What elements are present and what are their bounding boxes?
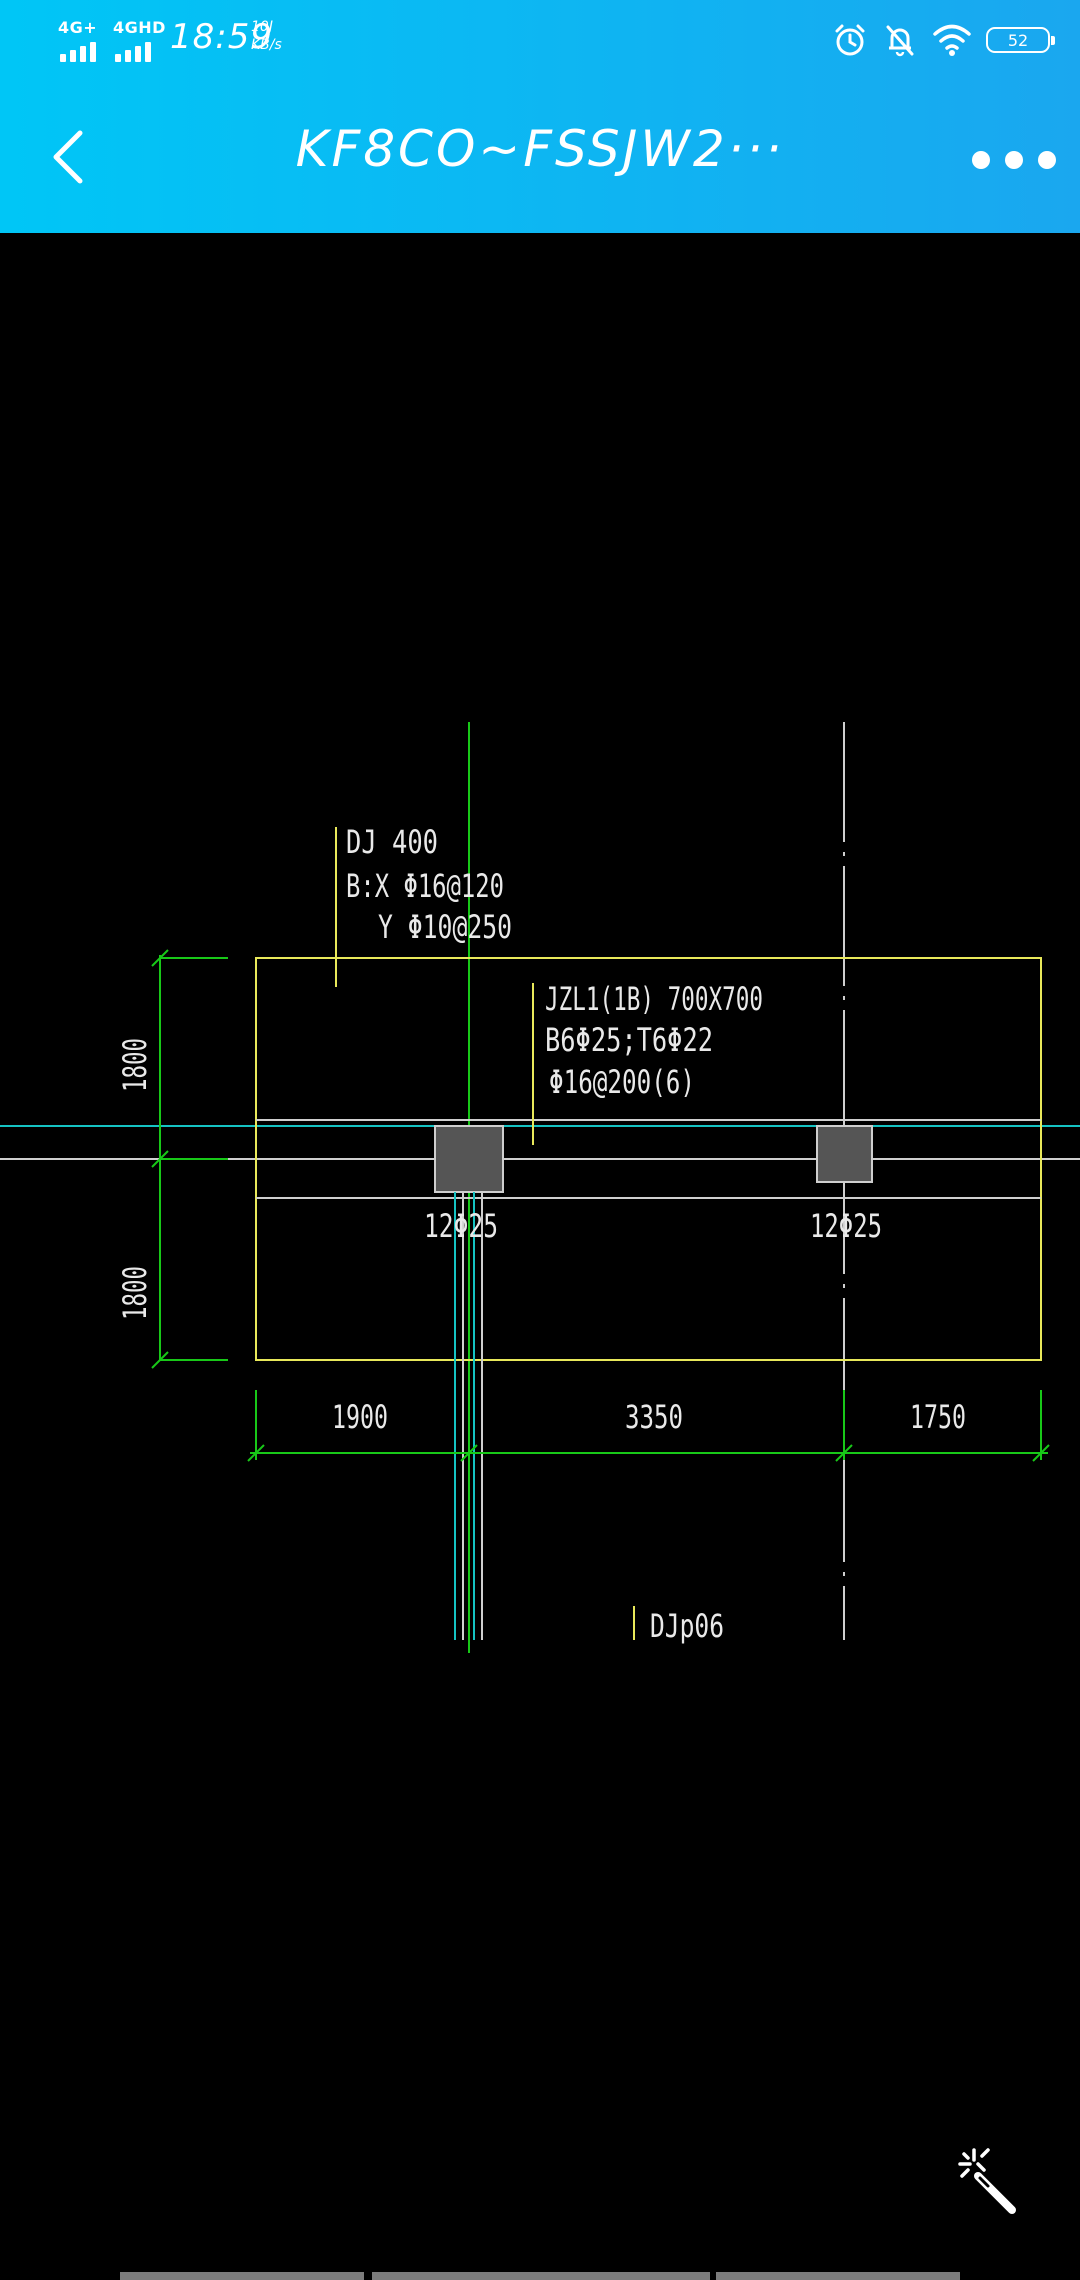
signal-sim1-icon: 4G+ <box>58 18 118 62</box>
jzl-bt-label: B6Φ25;T6Φ22 <box>545 1021 713 1059</box>
status-icons: 52 <box>832 18 1055 62</box>
app-header: 4G+ 4GHD 18:59 10J KB/s <box>0 0 1080 233</box>
network-speed: 10J KB/s <box>251 18 282 54</box>
dim-3-label: 1750 <box>910 1398 966 1436</box>
network-speed-value: 10J <box>251 19 273 35</box>
clock: 18:59 <box>170 17 273 57</box>
sim1-network-label: 4G+ <box>58 18 98 37</box>
column-left <box>434 1125 504 1193</box>
wifi-icon <box>933 24 971 56</box>
status-bar: 4G+ 4GHD 18:59 10J KB/s <box>0 0 1080 78</box>
dim-2-label: 3350 <box>625 1398 683 1436</box>
network-speed-unit: KB/s <box>251 37 282 53</box>
column-right-label: 12Φ25 <box>810 1207 882 1245</box>
battery-indicator: 52 <box>986 27 1055 53</box>
tab-indicator-1 <box>120 2272 364 2280</box>
tab-indicator-2 <box>372 2272 710 2280</box>
cad-drawing: DJ 400 B:X Φ16@120 Y Φ10@250 JZL1(1B) 70… <box>0 722 1080 1653</box>
tab-indicator-3 <box>716 2272 960 2280</box>
dj-bx-label: B:X Φ16@120 <box>346 867 504 905</box>
cad-drawing-canvas[interactable]: DJ 400 B:X Φ16@120 Y Φ10@250 JZL1(1B) 70… <box>0 233 1080 2280</box>
sim2-network-label: 4GHD <box>113 18 166 37</box>
more-options-button[interactable] <box>972 140 1056 180</box>
magic-wand-icon <box>958 2148 1016 2214</box>
column-left-label: 12Φ25 <box>424 1207 498 1245</box>
dj-title-label: DJ 400 <box>346 823 438 861</box>
alarm-icon <box>835 24 865 56</box>
dj-y-label: Y Φ10@250 <box>378 908 512 946</box>
jzl-title-label: JZL1(1B) 700X700 <box>545 980 763 1018</box>
jzl-stirrup-label: Φ16@200(6) <box>549 1063 695 1101</box>
document-title: KF8CO~FSSJW2··· <box>295 120 785 178</box>
back-button[interactable] <box>38 122 98 192</box>
bottom-tab-indicators <box>0 2272 1080 2280</box>
dim-bottom-left-label: 1800 <box>116 1266 154 1320</box>
dim-top-left-label: 1800 <box>116 1038 154 1092</box>
foundation-outline <box>255 957 1042 1361</box>
dim-1-label: 1900 <box>332 1398 388 1436</box>
magic-tool-button[interactable] <box>948 2142 1022 2216</box>
signal-sim2-icon: 4GHD <box>113 18 173 62</box>
more-dots-icon <box>972 151 990 169</box>
column-right <box>816 1125 873 1183</box>
chevron-left-icon <box>53 130 83 184</box>
bell-muted-icon <box>886 25 914 57</box>
djp06-label: DJp06 <box>650 1607 724 1645</box>
